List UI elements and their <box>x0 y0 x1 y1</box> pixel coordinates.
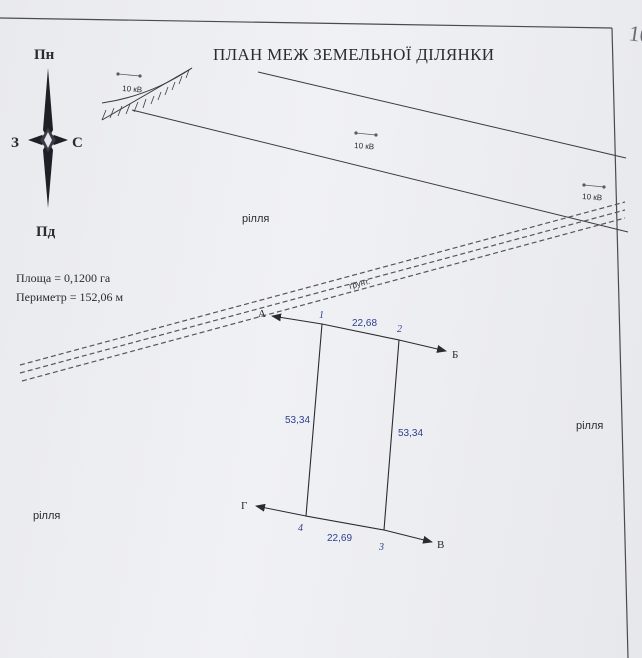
side-length-right: 53,34 <box>398 428 423 439</box>
power-line-branch <box>101 67 193 104</box>
compass-rose: Пн Пд З С <box>11 47 83 240</box>
compass-west: З <box>11 135 19 151</box>
power-line-south <box>131 109 629 233</box>
frame-top-line <box>0 17 613 29</box>
vertex-2: 2 <box>397 324 402 335</box>
compass-east: С <box>72 135 83 151</box>
side-length-bottom: 22,69 <box>327 533 352 544</box>
power-line-hatching <box>101 69 190 121</box>
arrow-to-b <box>398 339 447 353</box>
direction-b: Б <box>452 349 458 361</box>
dirt-road <box>19 201 626 382</box>
compass-south: Пд <box>36 224 56 240</box>
road-label: ґрунт. <box>348 277 371 291</box>
side-length-top: 22,68 <box>352 318 377 329</box>
voltage-markers <box>116 72 606 189</box>
land-label-top: рілля <box>242 213 269 225</box>
arrow-to-g <box>255 503 307 517</box>
area-text: Площа = 0,1200 га <box>16 271 111 285</box>
arrow-to-v <box>383 529 433 544</box>
direction-v: В <box>437 539 444 551</box>
page-title: ПЛАН МЕЖ ЗЕМЕЛЬНОЇ ДІЛЯНКИ <box>213 45 494 64</box>
power-line-label-1: 10 кВ <box>122 84 143 94</box>
frame-right-line <box>611 27 629 658</box>
perimeter-text: Периметр = 152,06 м <box>16 290 123 304</box>
power-line-north <box>257 71 627 159</box>
vertex-1: 1 <box>319 310 324 321</box>
page-mark: 10 <box>627 20 642 48</box>
arrow-to-a <box>271 313 323 325</box>
land-label-left: рілля <box>33 510 60 522</box>
power-line-label-3: 10 кВ <box>582 192 603 202</box>
land-label-right: рілля <box>576 420 603 432</box>
vertex-4: 4 <box>298 523 303 534</box>
direction-a: А <box>258 308 266 320</box>
compass-north: Пн <box>34 47 55 63</box>
direction-g: Г <box>241 500 247 512</box>
power-line-label-2: 10 кВ <box>354 141 375 151</box>
parcel-boundary <box>305 323 400 531</box>
side-length-left: 53,34 <box>285 415 310 426</box>
vertex-3: 3 <box>378 542 384 553</box>
power-line-branch-2 <box>101 67 193 121</box>
